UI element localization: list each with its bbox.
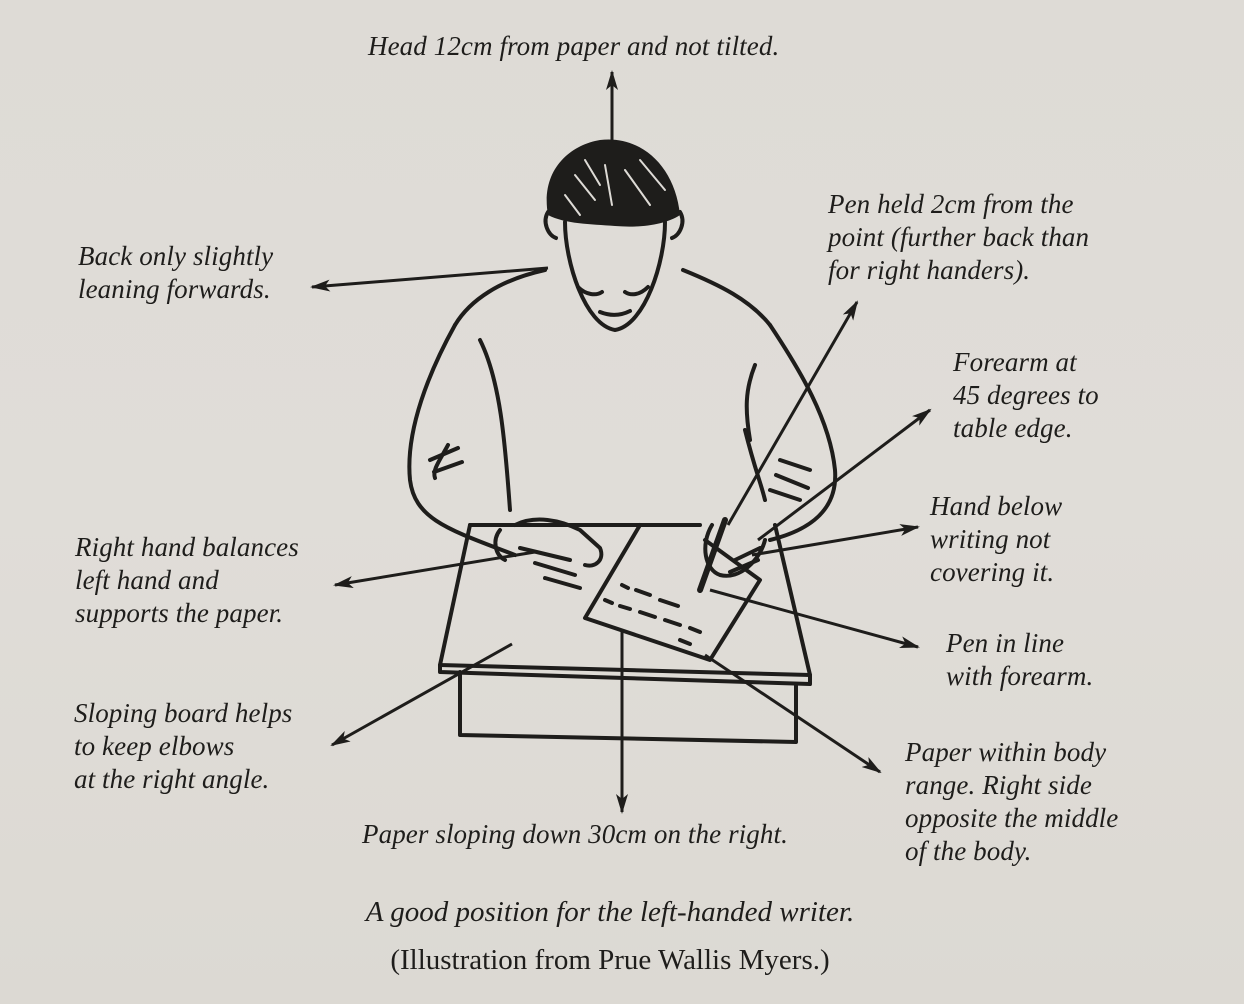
- arrow-back: [310, 266, 549, 292]
- caption-title: A good position for the left-handed writ…: [365, 896, 855, 928]
- caption-credit: (Illustration from Prue Wallis Myers.): [390, 944, 830, 976]
- label-sloping-board: Sloping board helps to keep elbows at th…: [74, 698, 293, 794]
- label-forearm: Forearm at 45 degrees to table edge.: [953, 347, 1099, 443]
- arrow-right-hand: [333, 550, 536, 588]
- figure-drawing: [407, 139, 838, 744]
- arrow-sloping-board: [330, 642, 513, 747]
- arrow-pen-in-line: [709, 588, 920, 649]
- label-paper-sloping: Paper sloping down 30cm on the right.: [362, 819, 788, 849]
- label-pen-held: Pen held 2cm from the point (further bac…: [828, 189, 1090, 285]
- hair: [546, 139, 680, 227]
- label-head: Head 12cm from paper and not tilted.: [368, 31, 780, 61]
- arrow-paper-within: [704, 653, 882, 774]
- label-paper-within: Paper within body range. Right side oppo…: [905, 737, 1119, 866]
- arrow-hand-below: [751, 524, 920, 557]
- arrow-pen-held: [726, 300, 859, 526]
- label-right-hand: Right hand balances left hand and suppor…: [75, 532, 299, 628]
- label-hand-below: Hand below writing not covering it.: [930, 491, 1063, 587]
- label-pen-in-line: Pen in line with forearm.: [946, 628, 1094, 691]
- label-back: Back only slightly leaning forwards.: [78, 241, 274, 304]
- arrow-forearm: [757, 408, 932, 542]
- pointer-arrows: [310, 70, 932, 814]
